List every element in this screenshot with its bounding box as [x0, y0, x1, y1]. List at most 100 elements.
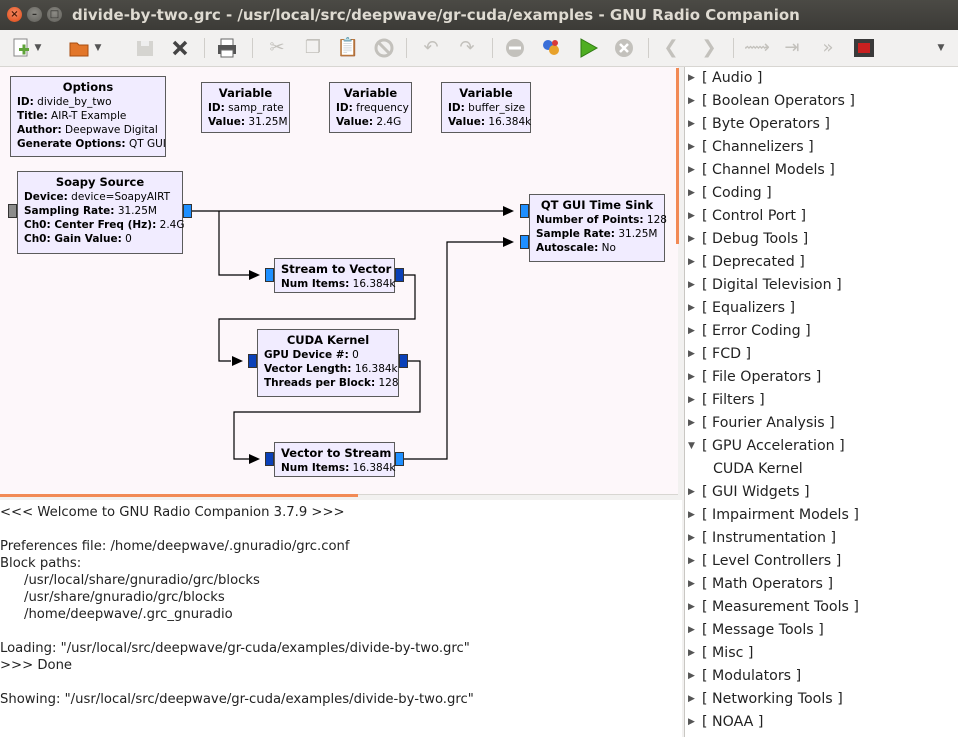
tree-category-error-coding[interactable]: ▶[ Error Coding ]: [685, 320, 958, 343]
tree-category-equalizers[interactable]: ▶[ Equalizers ]: [685, 297, 958, 320]
collapsed-arrow-icon[interactable]: ▶: [688, 326, 695, 336]
soapy-source-input-port[interactable]: [8, 204, 17, 218]
collapsed-arrow-icon[interactable]: ▶: [688, 510, 695, 520]
window-close-button[interactable]: ×: [7, 7, 22, 22]
new-icon[interactable]: [8, 36, 34, 60]
collapsed-arrow-icon[interactable]: ▶: [688, 349, 695, 359]
tree-category-impairment-models[interactable]: ▶[ Impairment Models ]: [685, 504, 958, 527]
overflow-icon[interactable]: ▼: [937, 43, 945, 53]
open-icon[interactable]: [66, 36, 92, 60]
time-sink-input-port-1[interactable]: [520, 235, 529, 249]
s2v-output-port[interactable]: [395, 268, 404, 282]
tree-category-misc[interactable]: ▶[ Misc ]: [685, 642, 958, 665]
tree-category-boolean-operators[interactable]: ▶[ Boolean Operators ]: [685, 90, 958, 113]
soapy-source-output-port[interactable]: [183, 204, 192, 218]
collapsed-arrow-icon[interactable]: ▶: [688, 303, 695, 313]
cuda-output-port[interactable]: [399, 354, 408, 368]
tree-category-instrumentation[interactable]: ▶[ Instrumentation ]: [685, 527, 958, 550]
tree-category-digital-television[interactable]: ▶[ Digital Television ]: [685, 274, 958, 297]
tree-category-channelizers[interactable]: ▶[ Channelizers ]: [685, 136, 958, 159]
tree-category-noaa[interactable]: ▶[ NOAA ]: [685, 711, 958, 734]
save-icon[interactable]: [132, 36, 158, 60]
tree-category-gui-widgets[interactable]: ▶[ GUI Widgets ]: [685, 481, 958, 504]
bypass-icon[interactable]: ⇥: [784, 37, 800, 58]
block-variable-samp-rate[interactable]: Variable ID: samp_rate Value: 31.25M: [201, 82, 290, 133]
block-variable-buffer-size[interactable]: Variable ID: buffer_size Value: 16.384k: [441, 82, 531, 133]
collapsed-arrow-icon[interactable]: ▶: [688, 372, 695, 382]
collapsed-arrow-icon[interactable]: ▶: [688, 625, 695, 635]
collapsed-arrow-icon[interactable]: ▶: [688, 395, 695, 405]
tree-category-audio[interactable]: ▶[ Audio ]: [685, 67, 958, 90]
collapsed-arrow-icon[interactable]: ▶: [688, 234, 695, 244]
block-soapy-source[interactable]: Soapy Source Device: device=SoapyAIRT Sa…: [17, 171, 184, 254]
generate-icon[interactable]: [538, 36, 564, 60]
tree-category-measurement-tools[interactable]: ▶[ Measurement Tools ]: [685, 596, 958, 619]
tree-category-gpu-acceleration[interactable]: ▼[ GPU Acceleration ]: [685, 435, 958, 458]
tree-category-level-controllers[interactable]: ▶[ Level Controllers ]: [685, 550, 958, 573]
collapsed-arrow-icon[interactable]: ▶: [688, 257, 695, 267]
collapsed-arrow-icon[interactable]: ▶: [688, 165, 695, 175]
s2v-input-port[interactable]: [265, 268, 274, 282]
delete-icon[interactable]: [371, 36, 397, 60]
block-options[interactable]: Options ID: divide_by_two Title: AIR-T E…: [10, 76, 166, 157]
find-icon[interactable]: »: [822, 37, 834, 58]
paste-icon[interactable]: 📋: [336, 37, 360, 58]
tree-block-cuda-kernel[interactable]: CUDA Kernel: [685, 458, 958, 481]
collapsed-arrow-icon[interactable]: ▶: [688, 579, 695, 589]
open-dropdown-icon[interactable]: ▼: [94, 43, 102, 53]
enable-icon[interactable]: ⟿: [744, 37, 770, 58]
collapsed-arrow-icon[interactable]: ▶: [688, 671, 695, 681]
block-library-tree[interactable]: ▶[ Audio ]▶[ Boolean Operators ]▶[ Byte …: [684, 67, 958, 737]
collapsed-arrow-icon[interactable]: ▶: [688, 73, 695, 83]
collapsed-arrow-icon[interactable]: ▶: [688, 648, 695, 658]
collapsed-arrow-icon[interactable]: ▶: [688, 96, 695, 106]
expanded-arrow-icon[interactable]: ▼: [688, 441, 695, 451]
close-icon[interactable]: [167, 36, 193, 60]
tree-category-file-operators[interactable]: ▶[ File Operators ]: [685, 366, 958, 389]
collapsed-arrow-icon[interactable]: ▶: [688, 211, 695, 221]
kill-icon[interactable]: [611, 36, 637, 60]
collapsed-arrow-icon[interactable]: ▶: [688, 533, 695, 543]
collapsed-arrow-icon[interactable]: ▶: [688, 602, 695, 612]
execute-icon[interactable]: [575, 36, 601, 60]
v2s-output-port[interactable]: [395, 452, 404, 466]
tree-category-channel-models[interactable]: ▶[ Channel Models ]: [685, 159, 958, 182]
cut-icon[interactable]: ✂: [269, 37, 285, 58]
tree-category-math-operators[interactable]: ▶[ Math Operators ]: [685, 573, 958, 596]
canvas-vertical-scrollbar[interactable]: [676, 68, 679, 244]
tree-category-debug-tools[interactable]: ▶[ Debug Tools ]: [685, 228, 958, 251]
print-icon[interactable]: [214, 36, 240, 60]
block-stream-to-vector[interactable]: Stream to Vector Num Items: 16.384k: [274, 258, 395, 293]
tree-category-message-tools[interactable]: ▶[ Message Tools ]: [685, 619, 958, 642]
tree-category-control-port[interactable]: ▶[ Control Port ]: [685, 205, 958, 228]
block-cuda-kernel[interactable]: CUDA Kernel GPU Device #: 0 Vector Lengt…: [257, 329, 399, 397]
tree-category-deprecated[interactable]: ▶[ Deprecated ]: [685, 251, 958, 274]
window-maximize-button[interactable]: □: [47, 7, 62, 22]
flowgraph-canvas[interactable]: Options ID: divide_by_two Title: AIR-T E…: [0, 67, 678, 494]
window-minimize-button[interactable]: –: [27, 7, 42, 22]
rotate-cw-icon[interactable]: ❯: [701, 37, 717, 58]
collapsed-arrow-icon[interactable]: ▶: [688, 119, 695, 129]
collapsed-arrow-icon[interactable]: ▶: [688, 487, 695, 497]
undo-icon[interactable]: ↶: [423, 37, 439, 58]
collapsed-arrow-icon[interactable]: ▶: [688, 418, 695, 428]
collapsed-arrow-icon[interactable]: ▶: [688, 717, 695, 727]
tree-category-networking-tools[interactable]: ▶[ Networking Tools ]: [685, 688, 958, 711]
stop-record-icon[interactable]: [851, 36, 877, 60]
v2s-input-port[interactable]: [265, 452, 274, 466]
collapsed-arrow-icon[interactable]: ▶: [688, 142, 695, 152]
collapsed-arrow-icon[interactable]: ▶: [688, 188, 695, 198]
collapsed-arrow-icon[interactable]: ▶: [688, 280, 695, 290]
disable-icon[interactable]: [502, 36, 528, 60]
tree-category-fcd[interactable]: ▶[ FCD ]: [685, 343, 958, 366]
new-dropdown-icon[interactable]: ▼: [34, 43, 42, 53]
block-variable-frequency[interactable]: Variable ID: frequency Value: 2.4G: [329, 82, 412, 133]
block-vector-to-stream[interactable]: Vector to Stream Num Items: 16.384k: [274, 442, 395, 477]
tree-category-modulators[interactable]: ▶[ Modulators ]: [685, 665, 958, 688]
canvas-horizontal-scrollbar[interactable]: [0, 494, 358, 497]
tree-category-filters[interactable]: ▶[ Filters ]: [685, 389, 958, 412]
cuda-input-port[interactable]: [248, 354, 257, 368]
tree-category-fourier-analysis[interactable]: ▶[ Fourier Analysis ]: [685, 412, 958, 435]
collapsed-arrow-icon[interactable]: ▶: [688, 694, 695, 704]
time-sink-input-port-0[interactable]: [520, 204, 529, 218]
